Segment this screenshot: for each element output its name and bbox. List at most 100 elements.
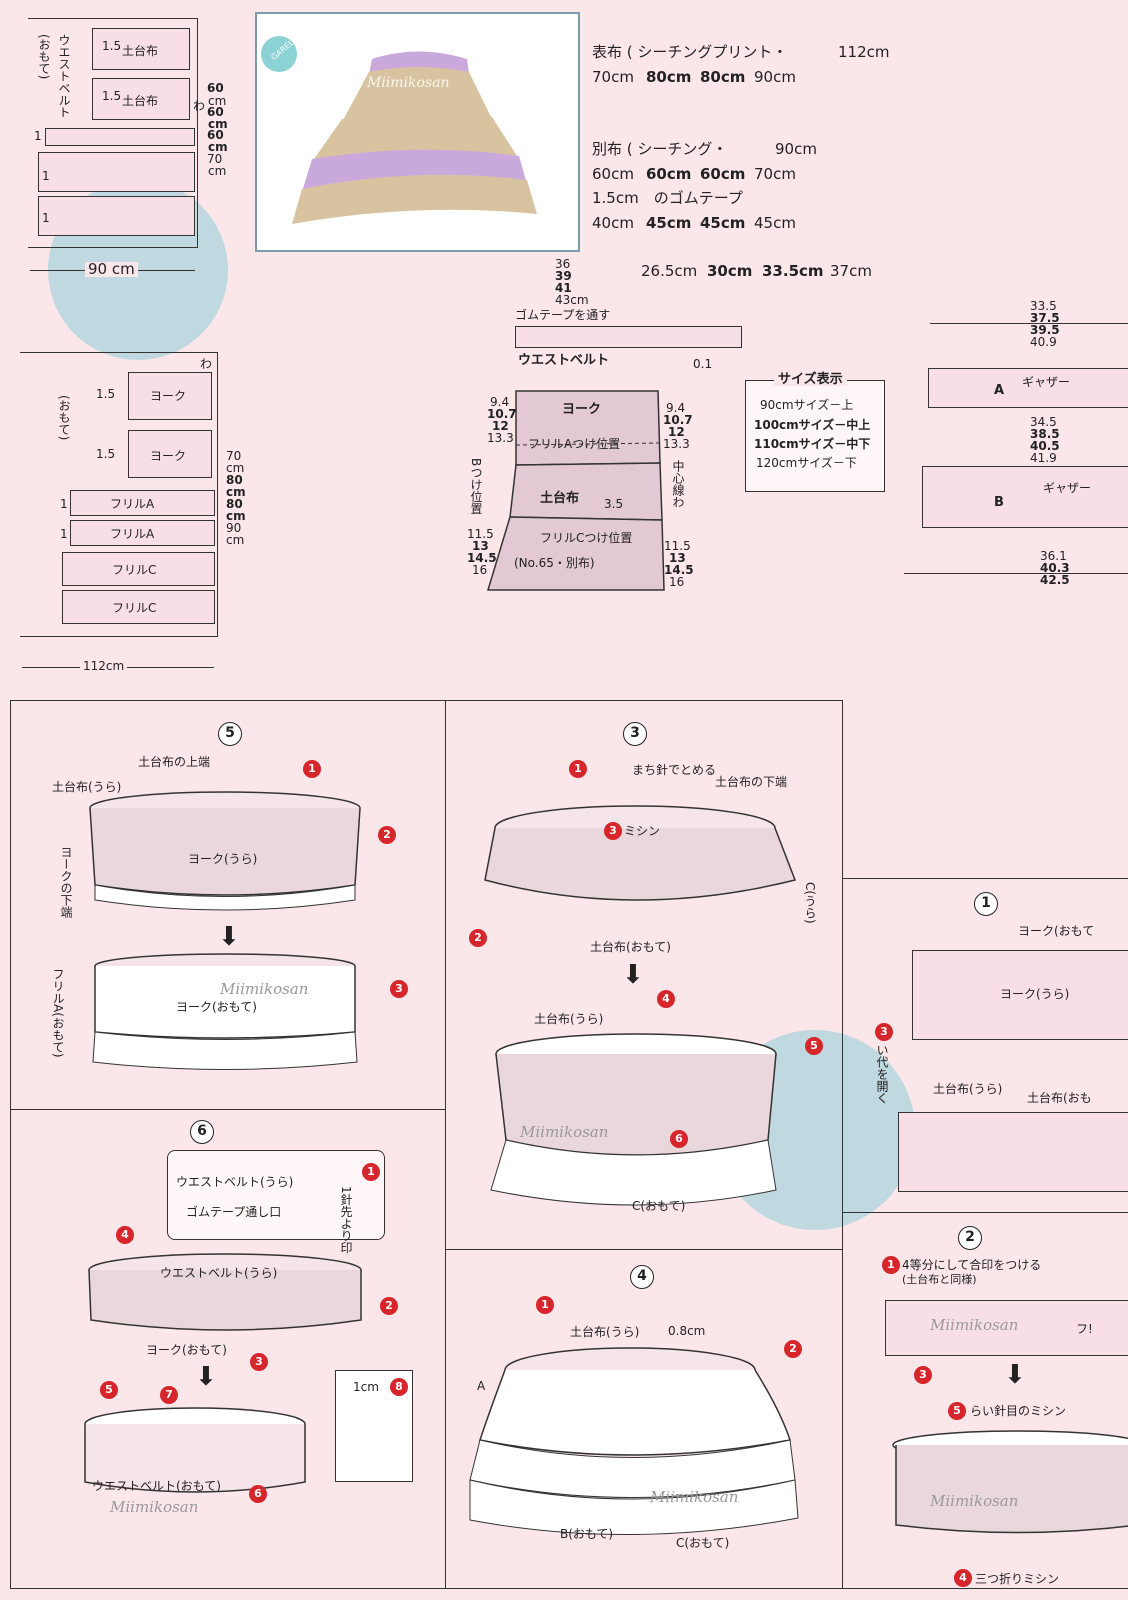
step3-mark-5: 5 <box>805 1037 823 1055</box>
step4-dodai-ura: 土台布(うら) <box>570 1325 640 1339</box>
strip-a-label: A <box>994 383 1005 398</box>
step3-mark-1: 1 <box>569 760 587 778</box>
c-size-0: 36.1 <box>1040 549 1067 563</box>
a-size-1: 37.5 <box>1030 311 1060 325</box>
photo-signature: Miimikosan <box>367 75 450 91</box>
strip-1-one: 1 <box>42 169 50 183</box>
layout1-len-5: cm <box>208 140 228 154</box>
waistband-pattern <box>515 326 742 348</box>
step3-lower-figure <box>490 1033 777 1206</box>
step6-mark-8: 8 <box>390 1378 408 1396</box>
step5-yoke-ura: ヨーク(うら) <box>188 852 258 866</box>
step5-upper-figure <box>89 791 361 911</box>
sub-fabric-width: 90cm <box>775 140 817 158</box>
step5-yoke-omote: ヨーク(おもて) <box>176 1000 257 1014</box>
step1-dodai-omote: 土台布(おも <box>1027 1091 1092 1105</box>
step6-number: 6 <box>190 1120 214 1144</box>
step3-arrow: ⬇ <box>622 960 644 990</box>
a-size-0: 33.5 <box>1030 299 1057 313</box>
pattern-yoke: ヨーク <box>562 402 602 417</box>
layout2-len-5: cm <box>226 509 246 523</box>
layout2-width: 112cm <box>80 660 128 672</box>
top-size-1: 39 <box>555 269 572 283</box>
right-top-3: 13.3 <box>663 437 690 451</box>
skirt-pattern-shape <box>486 390 665 591</box>
dodai-piece-1 <box>92 28 190 70</box>
pattern-dodai: 土台布 <box>540 491 580 506</box>
step1-yoke <box>912 950 1128 1040</box>
signature-step2: Miimikosan <box>930 1316 1019 1334</box>
step6-mark-5: 5 <box>100 1381 118 1399</box>
strip-a-line <box>930 323 1128 324</box>
frill-c-1-label: フリルC <box>112 563 157 577</box>
step1-dodai <box>898 1112 1128 1192</box>
a-size-3: 40.9 <box>1030 335 1057 349</box>
layout2-len-6: 90 <box>226 521 242 535</box>
right-top-0: 9.4 <box>666 401 686 415</box>
extra-len-1: 30cm <box>707 262 753 280</box>
layout1-len-6: 70 <box>207 152 223 166</box>
layout2-len-0: 70 <box>226 449 242 463</box>
signature-step5: Miimikosan <box>220 980 309 998</box>
strip-piece-1 <box>38 152 195 192</box>
main-fabric-width: 112cm <box>838 43 890 61</box>
step6-lower-figure <box>84 1407 306 1493</box>
layout2-len-7: cm <box>226 533 245 547</box>
step1-open: い代を開く <box>875 1044 889 1104</box>
strip-piece-2 <box>38 196 195 236</box>
left-bot-3: 16 <box>472 563 488 577</box>
step1-yoke-ura: ヨーク(うら) <box>1000 987 1070 1001</box>
extra-len-2: 33.5cm <box>762 262 824 280</box>
step6-mark-7: 7 <box>160 1386 178 1404</box>
step2-mark-1: 1 <box>882 1256 900 1274</box>
step2-figure <box>892 1430 1128 1534</box>
step6-upper-figure <box>88 1253 362 1331</box>
step4-a: A <box>477 1379 486 1393</box>
step2-mark-3: 3 <box>914 1366 932 1384</box>
elastic-len-3: 45cm <box>754 214 796 232</box>
layout1-len-0: 60 <box>207 81 224 95</box>
step6-detail-box <box>167 1150 385 1240</box>
step3-pin: まち針でとめる <box>632 763 717 777</box>
yoke-2-label: ヨーク <box>150 449 187 463</box>
waistband-label: ウエストベルト <box>518 353 610 368</box>
left-top-2: 12 <box>492 419 509 433</box>
step6-mark-1: 1 <box>362 1163 380 1181</box>
elastic-len-0: 40cm <box>592 214 634 232</box>
layout1-grain: (おもて) <box>37 34 51 80</box>
right-top-2: 12 <box>668 425 685 439</box>
layout1-len-7: cm <box>208 164 227 178</box>
step4-b-omote: B(おもて) <box>560 1527 614 1541</box>
pattern-frill-c-pos: フリルCつけ位置 <box>540 531 633 545</box>
pattern-center: 中心線わ <box>671 460 685 508</box>
right-bot-3: 16 <box>669 575 685 589</box>
dodai-2-seam: 1.5 <box>102 89 122 103</box>
layout2-len-3: cm <box>226 485 246 499</box>
sub-len-2: 60cm <box>700 165 746 183</box>
step5-mark-2: 2 <box>378 826 396 844</box>
sub-fabric: 別布 ( シーチング・ <box>592 140 728 158</box>
strip-2-one: 1 <box>42 211 50 225</box>
step1-mark-3: 3 <box>875 1023 893 1041</box>
size-row-0: 90cmサイズ－上 <box>760 398 854 412</box>
yoke-piece-2 <box>128 430 212 478</box>
top-size-2: 41 <box>555 281 572 295</box>
step6-belt-ura2: ウエストベルト(うら) <box>160 1266 278 1280</box>
c-size-1: 40.3 <box>1040 561 1070 575</box>
step6-mark-4: 4 <box>116 1226 134 1244</box>
step6-arrow: ⬇ <box>195 1362 217 1392</box>
step5-dodai-ura: 土台布(うら) <box>52 780 122 794</box>
step6-mark-3: 3 <box>250 1353 268 1371</box>
step6-belt-ura: ウエストベルト(うら) <box>176 1175 294 1189</box>
layout1-len-2: 60 <box>207 105 224 119</box>
step3-c-ura: C(うら) <box>803 882 817 924</box>
skirt-photo: GARELM GOHINI Miimikosan <box>255 12 580 252</box>
step3-mark-3: 3 <box>604 822 622 840</box>
step3-sew: ミシン <box>624 824 661 838</box>
signature-step3: Miimikosan <box>520 1123 609 1141</box>
step1-number: 1 <box>974 892 998 916</box>
left-bot-2: 14.5 <box>467 551 497 565</box>
strip-b <box>922 466 1128 528</box>
step5-frill-a: フリルA(おもて) <box>51 968 65 1058</box>
step3-upper-figure <box>484 805 797 901</box>
